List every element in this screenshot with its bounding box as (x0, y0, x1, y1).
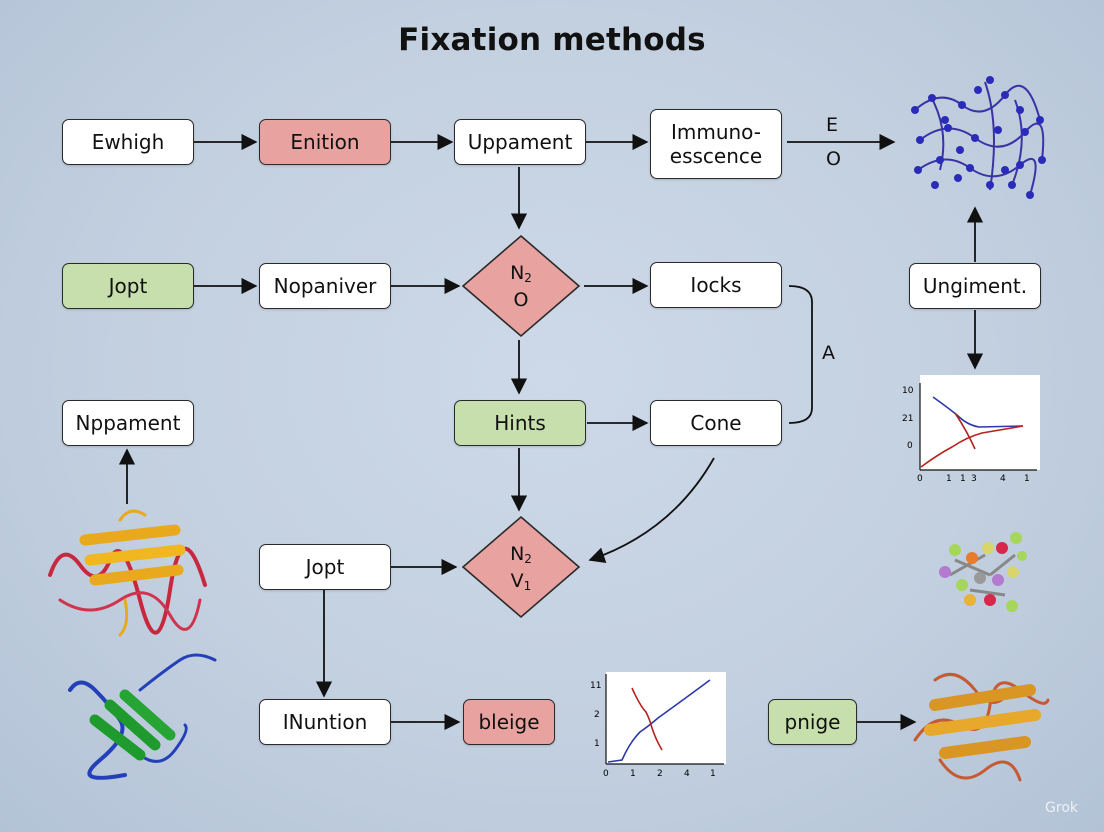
node-immunofluorescence: Immuno- esscence (650, 109, 782, 179)
mini-chart-right-xtick: 0 (917, 474, 923, 484)
protein-ribbon-illustration-red-yellow (48, 509, 207, 637)
node-iocks: Iocks (650, 262, 782, 308)
diamond1-bottom-text: O (513, 289, 529, 311)
diamond1-top-text: N2 (510, 262, 532, 285)
mini-chart-right-xtick: 1 (1024, 474, 1030, 484)
decision-diamond-n2-o (461, 234, 581, 338)
mini-chart-right-series-red (920, 425, 1024, 468)
protein-ribbon-illustration-blue-green (68, 653, 217, 780)
mini-chart-bottom-ytick: 11 (590, 681, 601, 691)
mini-chart-right-series-red-tail (954, 412, 976, 450)
mini-chart-bottom-ytick: 2 (594, 710, 600, 720)
diamond2-label: N2 V1 (476, 543, 566, 597)
mini-chart-bottom-ytick: 1 (594, 739, 600, 749)
node-jopt-top: Jopt (62, 263, 194, 309)
node-pnige: pnige (768, 699, 857, 745)
mini-chart-right-ytick: 0 (907, 441, 913, 451)
mini-chart-right-ytick: 21 (902, 414, 913, 424)
mini-chart-bottom-series-red (631, 687, 663, 751)
node-bleige: bleige (463, 699, 555, 745)
decision-diamond-n2-v1 (461, 515, 581, 619)
bracket-iocks-cone (788, 285, 813, 424)
node-uppament: Uppament (454, 119, 586, 165)
edge-label-e: E (826, 114, 839, 136)
edge-label-o: O (826, 148, 841, 170)
node-ewhigh: Ewhigh (62, 119, 194, 165)
molecule-illustration (939, 532, 1027, 612)
edge-label-a: A (822, 342, 835, 364)
mini-chart-bottom-xtick: 1 (630, 769, 636, 779)
mini-chart-right-xtick: 4 (1000, 474, 1006, 484)
node-immuno-line2: esscence (669, 144, 763, 168)
node-jopt-bottom: Jopt (259, 544, 391, 590)
mini-chart-right-xtick: 1 (960, 474, 966, 484)
mini-chart-bottom: 11 2 1 0 1 2 3 4 1 (588, 670, 728, 782)
mini-chart-bottom-xtick: 1 (710, 769, 716, 779)
mini-chart-bottom-xtick: 4 (684, 769, 690, 779)
mini-chart-right-ytick: 10 (902, 386, 914, 396)
mini-chart-right-xtick: 1 (946, 474, 952, 484)
mini-chart-bottom-xtick: 2 (657, 769, 663, 779)
diamond2-bottom-text: V1 (510, 570, 532, 593)
diamond2-top-text: N2 (510, 543, 532, 566)
mini-chart-bottom-plot (606, 672, 726, 764)
mini-chart-bottom-series-blue (607, 679, 711, 763)
page-title: Fixation methods (398, 22, 706, 58)
mini-chart-right-xtick: 3 (971, 474, 977, 484)
node-immuno-line1: Immuno- (670, 120, 762, 144)
node-ungiment: Ungiment. (909, 263, 1041, 309)
mini-chart-bottom-xtick: 0 (603, 769, 609, 779)
node-nppament: Nppament (62, 400, 194, 446)
diamond1-label: N2 O (476, 262, 566, 311)
arrow-cone-diamond2 (588, 457, 715, 563)
node-hints: Hints (454, 400, 586, 446)
node-nopaniver: Nopaniver (259, 263, 391, 309)
node-enition: Enition (259, 119, 391, 165)
mini-chart-right: 10 21 0 0 1 1 3 4 1 (897, 375, 1043, 485)
watermark: Grok (1045, 800, 1078, 816)
node-cone: Cone (650, 400, 782, 446)
node-inuntion: INuntion (259, 699, 391, 745)
protein-ribbon-illustration-orange (913, 672, 1050, 782)
